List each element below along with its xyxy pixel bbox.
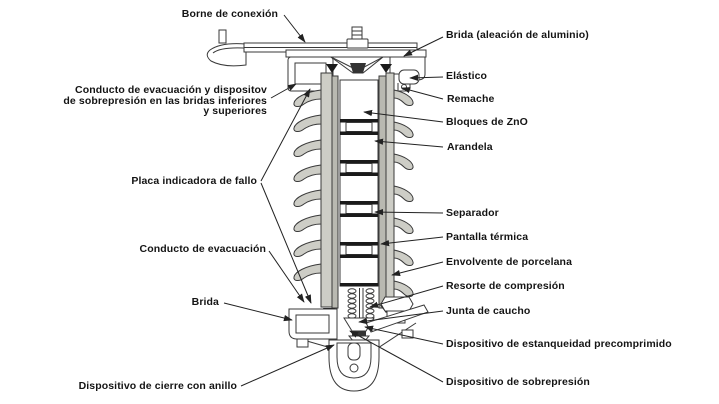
label-dispositivo-sobrepresion: Dispositivo de sobrepresión bbox=[446, 376, 590, 388]
label-resorte-de-compresion: Resorte de compresión bbox=[446, 280, 565, 292]
label-conducto-superior-line3: y superiores bbox=[203, 105, 267, 117]
bottom-flange bbox=[288, 296, 429, 351]
label-conducto-de-evacuacion: Conducto de evacuación bbox=[139, 243, 266, 255]
label-pantalla-termica: Pantalla térmica bbox=[446, 231, 529, 243]
label-placa-indicadora-de-fallo: Placa indicadora de fallo bbox=[131, 175, 257, 187]
label-remache: Remache bbox=[447, 93, 495, 105]
label-dispositivo-de-cierre-con-anillo: Dispositivo de cierre con anillo bbox=[78, 380, 237, 392]
label-junta-de-caucho: Junta de caucho bbox=[446, 305, 531, 317]
top-flange bbox=[285, 26, 427, 92]
label-arandela: Arandela bbox=[447, 141, 493, 153]
label-brida-inferior: Brida bbox=[191, 296, 219, 308]
leader-lines bbox=[223, 14, 444, 387]
label-dispositivo-estanqueidad: Dispositivo de estanqueidad precomprimid… bbox=[446, 338, 672, 350]
label-conducto-superior: Conducto de evacuación y dispositov de s… bbox=[63, 85, 267, 117]
label-separador: Separador bbox=[446, 207, 499, 219]
label-borne-de-conexion: Borne de conexión bbox=[181, 8, 278, 20]
porcelain-housing bbox=[293, 72, 414, 309]
label-bloques-de-zno: Bloques de ZnO bbox=[446, 116, 528, 128]
terminal-rod bbox=[206, 29, 418, 67]
label-elastico: Elástico bbox=[446, 70, 488, 82]
hanging-ring bbox=[328, 339, 380, 392]
label-brida-aleacion-aluminio: Brida (aleación de aluminio) bbox=[446, 29, 589, 41]
label-conducto-superior-line1: Conducto de evacuación y dispositov bbox=[75, 84, 267, 96]
zno-column bbox=[339, 79, 379, 287]
label-conducto-superior-line2: de sobrepresión en las bridas inferiores bbox=[63, 94, 267, 107]
label-envolvente-de-porcelana: Envolvente de porcelana bbox=[446, 256, 573, 268]
compression-spring bbox=[347, 288, 375, 319]
